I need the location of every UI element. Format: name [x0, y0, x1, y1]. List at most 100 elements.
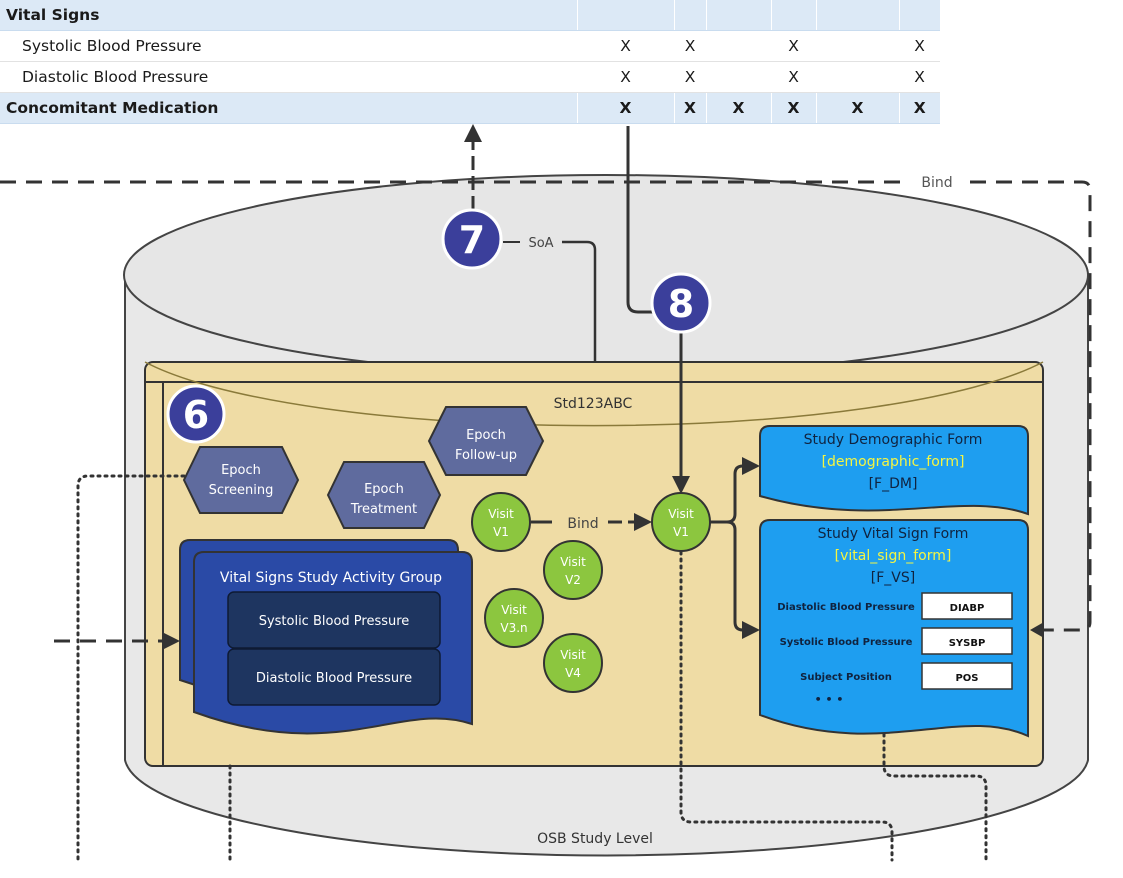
svg-text:V1: V1 [673, 525, 689, 539]
visit-v1-left[interactable]: Visit V1 [471, 492, 531, 552]
soa-label: SoA [528, 236, 553, 251]
visit-v4[interactable]: Visit V4 [543, 633, 603, 693]
visit-v2[interactable]: Visit V2 [543, 540, 603, 600]
vital-sign-form[interactable]: Study Vital Sign Form [vital_sign_form] … [759, 519, 1029, 738]
activity-item-diastolic[interactable]: Diastolic Blood Pressure [227, 648, 441, 706]
epoch-screening[interactable]: Epoch Screening [182, 446, 300, 514]
badge-six: 6 [166, 384, 226, 444]
activity-group[interactable]: Vital Signs Study Activity Group Systoli… [179, 539, 473, 735]
soa-row-name: Diastolic Blood Pressure [0, 61, 577, 93]
eight-to-visit-arrow [672, 332, 690, 494]
soa-cell: X [674, 61, 706, 93]
svg-text:Diastolic Blood Pressure: Diastolic Blood Pressure [777, 602, 915, 613]
soa-cell [770, 0, 816, 31]
soa-row: Vital Signs [0, 0, 940, 31]
soa-cell [673, 0, 706, 31]
svg-text:Screening: Screening [209, 483, 274, 498]
svg-text:Systolic Blood Pressure: Systolic Blood Pressure [259, 614, 410, 629]
soa-cell [898, 0, 940, 31]
soa-cell: X [577, 61, 674, 93]
svg-text:Systolic Blood Pressure: Systolic Blood Pressure [780, 637, 913, 648]
cylinder-label: OSB Study Level [537, 831, 653, 847]
soa-cell: X [771, 61, 816, 93]
soa-cell: X [898, 92, 940, 124]
bind-visit-connector [531, 513, 652, 531]
svg-text:7: 7 [459, 218, 485, 262]
svg-text:6: 6 [183, 393, 209, 437]
soa-cell: X [674, 30, 706, 62]
activity-item-systolic[interactable]: Systolic Blood Pressure [227, 591, 441, 649]
soa-cell [705, 0, 771, 31]
form-field-position: Subject Position POS [800, 662, 1013, 690]
svg-text:[F_VS]: [F_VS] [871, 570, 915, 586]
soa-cell: X [899, 61, 940, 93]
svg-text:DIABP: DIABP [950, 603, 985, 614]
svg-text:POS: POS [955, 673, 978, 684]
soa-cell: X [899, 30, 940, 62]
soa-cell [816, 61, 899, 93]
soa-cell: X [576, 92, 674, 124]
soa-cell: X [771, 30, 816, 62]
epoch-followup[interactable]: Epoch Follow-up [427, 406, 545, 476]
soa-cell [815, 0, 899, 31]
svg-text:SYSBP: SYSBP [949, 638, 986, 649]
svg-text:Epoch: Epoch [364, 482, 404, 497]
svg-text:Subject Position: Subject Position [800, 672, 892, 683]
soa-cell: X [770, 92, 816, 124]
badge-seven: 7 [441, 208, 503, 270]
svg-text:8: 8 [668, 282, 694, 326]
svg-text:V4: V4 [565, 666, 581, 680]
svg-text:Visit: Visit [560, 648, 586, 662]
svg-text:[demographic_form]: [demographic_form] [822, 454, 965, 470]
form-ellipsis: • • • [815, 693, 844, 706]
arrow-to-soa [464, 124, 482, 210]
svg-text:[vital_sign_form]: [vital_sign_form] [835, 548, 952, 564]
visit-to-forms-arrows [710, 457, 760, 639]
soa-cell [576, 0, 674, 31]
soa-cell [816, 30, 899, 62]
visit-v3n[interactable]: Visit V3.n [484, 588, 544, 648]
soa-cell: X [673, 92, 706, 124]
svg-text:V3.n: V3.n [500, 621, 527, 635]
bind-top-connector [0, 180, 1092, 638]
visit-v1-right[interactable]: Visit V1 [651, 492, 711, 552]
svg-text:Diastolic Blood Pressure: Diastolic Blood Pressure [256, 671, 412, 686]
bind-mid-label: Bind [567, 516, 598, 532]
soa-cell: X [705, 92, 771, 124]
container-title: Std123ABC [554, 396, 633, 412]
svg-text:Visit: Visit [488, 507, 514, 521]
svg-text:Treatment: Treatment [350, 502, 417, 517]
soa-row-name: Concomitant Medication [0, 92, 577, 124]
svg-text:Visit: Visit [501, 603, 527, 617]
svg-text:Epoch: Epoch [466, 428, 506, 443]
badge-eight: 8 [650, 272, 712, 334]
bind-left-connector [54, 632, 180, 650]
svg-text:Visit: Visit [668, 507, 694, 521]
soa-cell [706, 30, 771, 62]
form-field-systolic: Systolic Blood Pressure SYSBP [780, 627, 1013, 655]
svg-text:V1: V1 [493, 525, 509, 539]
svg-text:[F_DM]: [F_DM] [869, 476, 918, 492]
soa-cell: X [815, 92, 899, 124]
svg-text:V2: V2 [565, 573, 581, 587]
dotted-connectors [76, 474, 988, 862]
table-to-eight-connector [626, 126, 660, 314]
epoch-treatment[interactable]: Epoch Treatment [326, 461, 442, 529]
svg-text:Study Demographic Form: Study Demographic Form [804, 432, 983, 448]
demographic-form[interactable]: Study Demographic Form [demographic_form… [759, 425, 1029, 516]
svg-text:Epoch: Epoch [221, 463, 261, 478]
svg-text:Study Vital Sign Form: Study Vital Sign Form [818, 526, 969, 542]
svg-text:Visit: Visit [560, 555, 586, 569]
bind-top-label: Bind [921, 175, 952, 191]
form-field-diastolic: Diastolic Blood Pressure DIABP [777, 592, 1013, 620]
activity-group-title: Vital Signs Study Activity Group [220, 570, 442, 586]
soa-cell: X [577, 30, 674, 62]
svg-text:Follow-up: Follow-up [455, 448, 517, 463]
soa-row-name: Systolic Blood Pressure [0, 30, 577, 62]
soa-connector [562, 240, 597, 362]
soa-cell [706, 61, 771, 93]
